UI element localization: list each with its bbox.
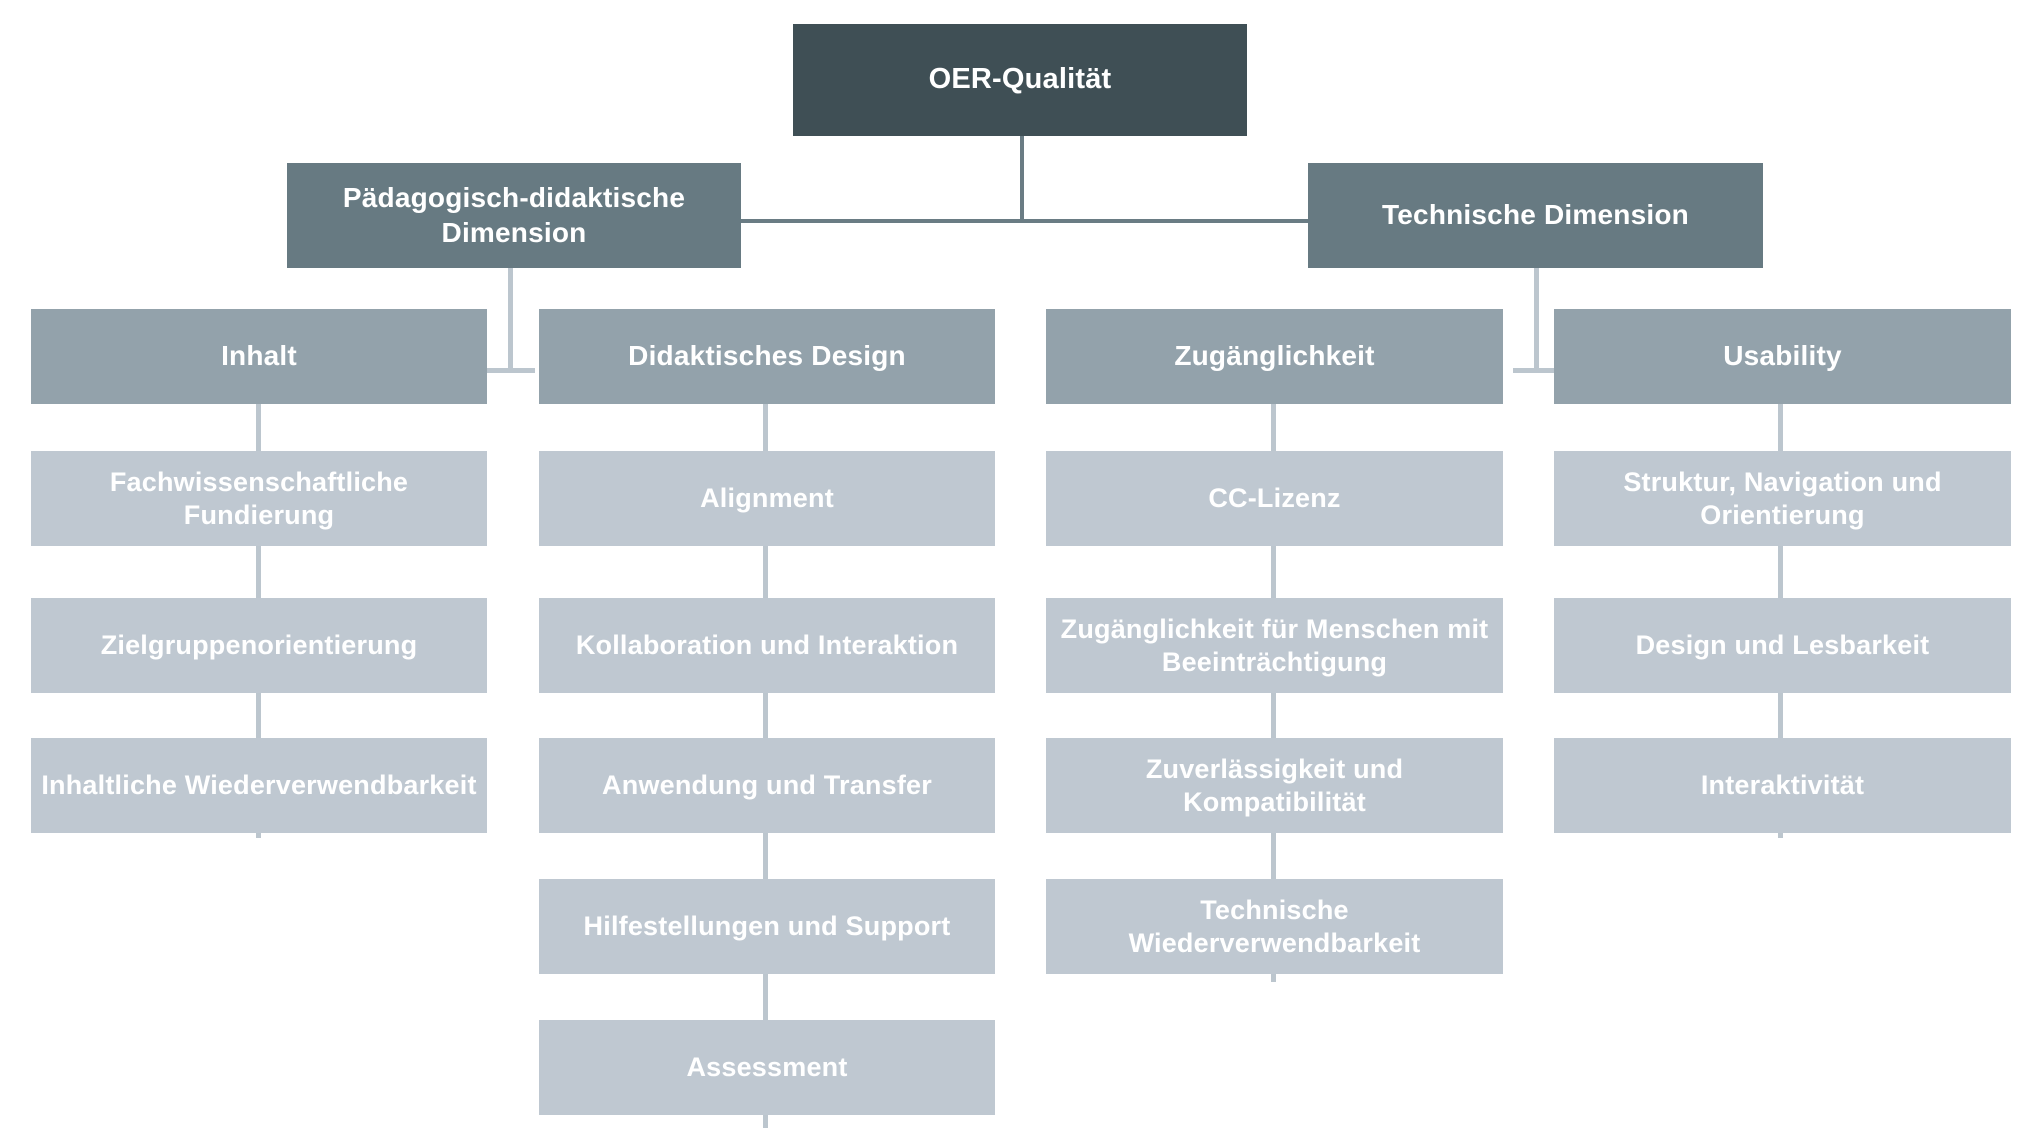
- node-root-oer-qualitaet[interactable]: OER-Qualität: [793, 24, 1247, 136]
- node-leaf-inhaltliche-wiederverwendbarkeit[interactable]: Inhaltliche Wiederverwendbarkeit: [31, 738, 487, 833]
- node-leaf-anwendung-und-transfer[interactable]: Anwendung und Transfer: [539, 738, 995, 833]
- connector-tech-categories-horizontal: [1513, 368, 1561, 373]
- connector-column-3-spine: [1271, 404, 1276, 982]
- node-dimension-paedagogisch-didaktisch[interactable]: Pädagogisch-didaktische Dimension: [287, 163, 741, 268]
- node-leaf-cc-lizenz[interactable]: CC-Lizenz: [1046, 451, 1503, 546]
- node-leaf-alignment[interactable]: Alignment: [539, 451, 995, 546]
- node-leaf-zielgruppenorientierung[interactable]: Zielgruppenorientierung: [31, 598, 487, 693]
- node-category-inhalt[interactable]: Inhalt: [31, 309, 487, 404]
- node-leaf-interaktivitaet[interactable]: Interaktivität: [1554, 738, 2011, 833]
- node-category-usability[interactable]: Usability: [1554, 309, 2011, 404]
- node-leaf-struktur-navigation-und-orientierung[interactable]: Struktur, Navigation und Orientierung: [1554, 451, 2011, 546]
- node-leaf-fachwissenschaftliche-fundierung[interactable]: Fachwissenschaftliche Fundierung: [31, 451, 487, 546]
- connector-tech-dimension-down: [1534, 268, 1539, 372]
- node-leaf-zuverlaessigkeit-und-kompatibilitaet[interactable]: Zuverlässigkeit und Kompatibilität: [1046, 738, 1503, 833]
- connector-root-down: [1020, 136, 1024, 222]
- node-category-didaktisches-design[interactable]: Didaktisches Design: [539, 309, 995, 404]
- connector-paed-categories-horizontal: [487, 368, 535, 373]
- node-dimension-technisch[interactable]: Technische Dimension: [1308, 163, 1763, 268]
- node-leaf-assessment[interactable]: Assessment: [539, 1020, 995, 1115]
- node-leaf-design-und-lesbarkeit[interactable]: Design und Lesbarkeit: [1554, 598, 2011, 693]
- node-leaf-kollaboration-und-interaktion[interactable]: Kollaboration und Interaktion: [539, 598, 995, 693]
- connector-paed-dimension-down: [508, 268, 513, 372]
- node-leaf-zugaenglichkeit-fuer-menschen-mit-beeintraechtigung[interactable]: Zugänglichkeit für Menschen mit Beeinträ…: [1046, 598, 1503, 693]
- connector-dimensions-horizontal: [741, 219, 1308, 223]
- node-leaf-technische-wiederverwendbarkeit[interactable]: Technische Wiederverwendbarkeit: [1046, 879, 1503, 974]
- node-leaf-hilfestellungen-und-support[interactable]: Hilfestellungen und Support: [539, 879, 995, 974]
- node-category-zugaenglichkeit[interactable]: Zugänglichkeit: [1046, 309, 1503, 404]
